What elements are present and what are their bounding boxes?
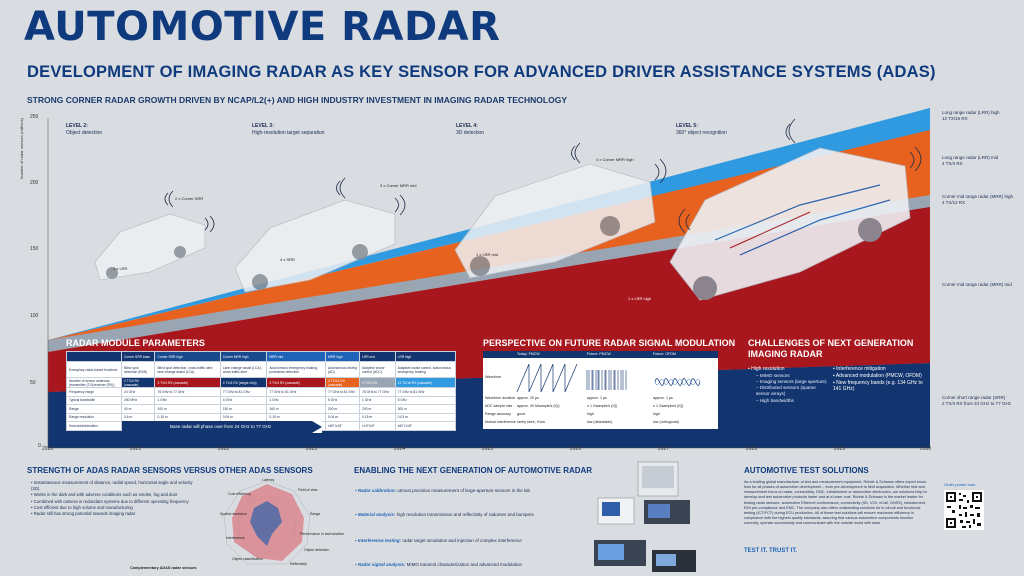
x-tick: 2026 <box>570 446 582 452</box>
solutions-text: As a leading global manufacturer of test… <box>744 480 928 525</box>
radar-label: Spatial resolution <box>220 512 247 516</box>
car-level4 <box>454 163 656 279</box>
radar-label: Cost efficiency <box>228 492 251 496</box>
x-tick: 2023 <box>306 446 318 452</box>
car-label: 1 x LRR mid <box>476 252 499 257</box>
y-tick: 50 <box>30 380 36 386</box>
radar-label: Range <box>310 512 321 516</box>
page-subtitle: DEVELOPMENT OF IMAGING RADAR AS KEY SENS… <box>27 63 936 81</box>
level-2: LEVEL 2:Object detection <box>66 123 103 136</box>
rmp-table: Corner SRR base Corner SRR high Corner M… <box>66 351 457 431</box>
solutions-title: AUTOMOTIVE TEST SOLUTIONS <box>744 466 869 475</box>
rmp-footer: Base radar will phase over from 24 GHz t… <box>170 424 272 429</box>
qr-code-icon[interactable] <box>944 490 984 530</box>
enabling-item: ▪ Radar calibration: utmost precision me… <box>355 488 530 493</box>
enabling-item: ▪ Material analysis: high resolution tra… <box>355 512 534 517</box>
legend-srr: Corner short range radar (SRR)2 TX/4 RX … <box>942 395 1011 406</box>
enabling-item: ▪ Interference testing: radar target sim… <box>355 538 522 543</box>
radar-label: Performance in bad weather <box>300 532 344 536</box>
level-5: LEVEL 5:360° object recognition <box>676 123 727 136</box>
radar-label: Field of view <box>298 488 318 492</box>
tagline: TEST IT. TRUST IT. <box>744 548 798 554</box>
radar-spider-chart <box>223 480 311 565</box>
strength-bullets: • Instantaneous measurement of distance,… <box>31 480 193 517</box>
y-tick: 250 <box>30 114 39 120</box>
enabling-title: ENABLING THE NEXT GENERATION OF AUTOMOTI… <box>354 466 593 475</box>
challenges-right: ▪ Interference mitigation ▪ Advanced mod… <box>833 366 923 393</box>
radar-label: Interference <box>226 536 245 540</box>
car-label: 1 x LRR <box>113 266 128 271</box>
x-tick: 2030 <box>920 446 932 452</box>
page-title: AUTOMOTIVE RADAR <box>24 4 501 50</box>
level-3: LEVEL 3:High-resolution target separatio… <box>252 123 325 136</box>
prs-title: PERSPECTIVE ON FUTURE RADAR SIGNAL MODUL… <box>483 338 736 348</box>
car-level3 <box>234 199 396 293</box>
level-4: LEVEL 4:3D detection <box>456 123 485 136</box>
car-label: 2 x Corner SRR <box>175 196 204 201</box>
enabling-item: ▪ Radar signal analysis: MIMO transmit c… <box>355 562 522 567</box>
waveform-illustrations <box>516 363 701 393</box>
x-tick: 2024 <box>394 446 406 452</box>
car-label: 4 x SRR <box>280 257 295 262</box>
radar-label: Latency <box>262 478 275 482</box>
y-tick: 0 <box>38 443 41 449</box>
radar-series-camera <box>250 501 282 546</box>
car-level2 <box>94 213 206 281</box>
order-label: Order poster now: <box>944 482 977 487</box>
car-label: 4 x Corner MRR high <box>596 157 634 162</box>
y-tick: 100 <box>30 313 39 319</box>
x-tick: 2027 <box>658 446 670 452</box>
y-tick: 150 <box>30 246 39 252</box>
x-tick: 2028 <box>746 446 758 452</box>
x-tick: 2021 <box>130 446 142 452</box>
equipment-images <box>594 461 696 572</box>
spider-bottom-label: Complementary ADAS radar sensors <box>130 566 197 570</box>
car-label: 1 x LRR high <box>628 296 652 301</box>
challenges-left: ▪ High resolution – MIMO sensors – Imagi… <box>748 366 827 403</box>
y-tick: 200 <box>30 180 39 186</box>
legend-mrr-mid: Corner mid range radar (MRR) mid <box>942 282 1012 287</box>
strength-title: STRENGTH OF ADAS RADAR SENSORS VERSUS OT… <box>27 466 313 475</box>
x-tick: 2025 <box>482 446 494 452</box>
x-tick: 2022 <box>218 446 230 452</box>
car-level5 <box>669 147 911 301</box>
car-label: 3 x Corner MRR mid <box>380 183 417 188</box>
radar-label: Object detection <box>304 548 330 552</box>
x-tick: 2029 <box>834 446 846 452</box>
radar-waves <box>164 118 922 234</box>
rmp-footer-arrow: Base radar will phase over from 24 GHz t… <box>122 421 322 433</box>
prs-panel: Today: FMCW Future: PMCW Future: OFDM Wa… <box>483 351 718 429</box>
chart-title: STRONG CORNER RADAR GROWTH DRIVEN BY NCA… <box>27 95 568 105</box>
radar-label: Reflectivity <box>290 562 307 566</box>
rmp-title: RADAR MODULE PARAMETERS <box>66 338 205 348</box>
radar-label: Object classification <box>232 557 263 561</box>
rmp-table-wrap: Corner SRR base Corner SRR high Corner M… <box>66 351 457 431</box>
x-tick: 2020 <box>42 446 54 452</box>
